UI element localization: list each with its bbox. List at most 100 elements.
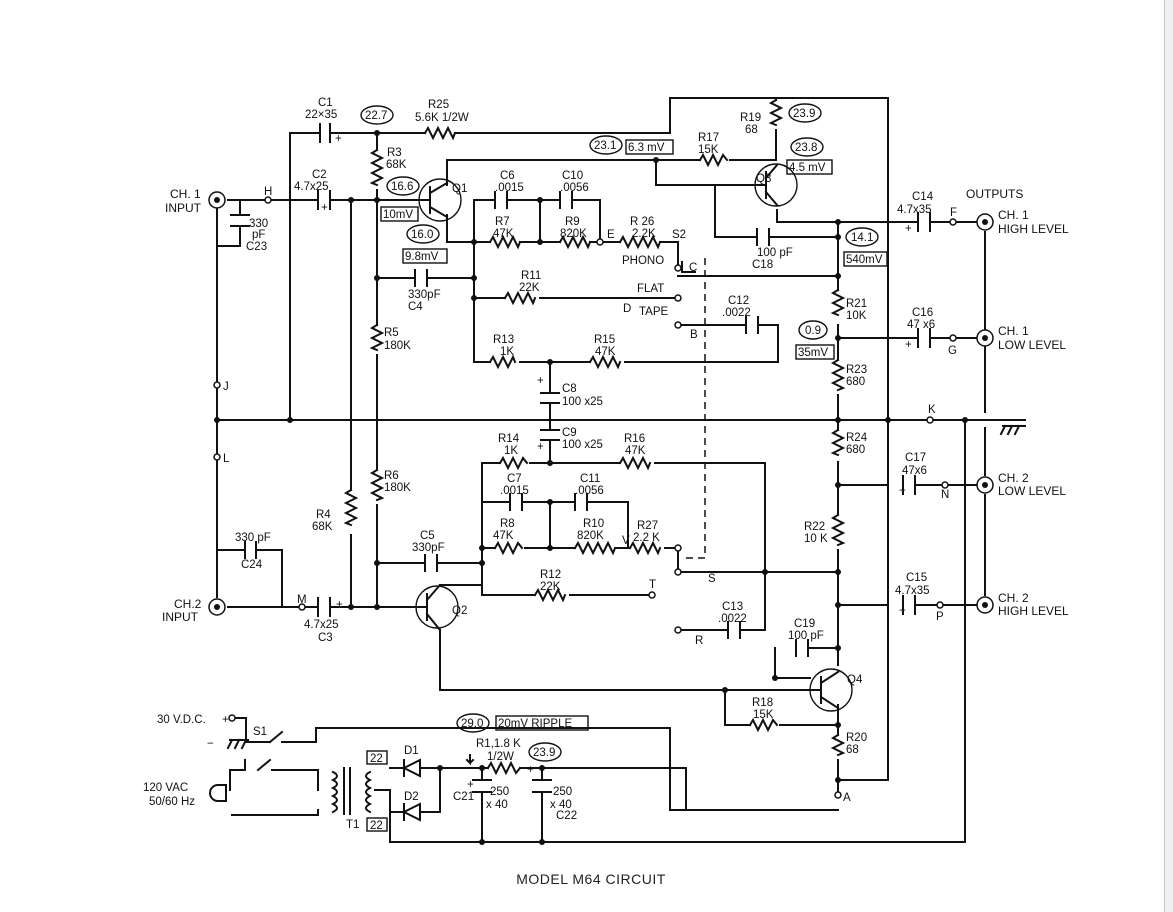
label-q4: Q4 (847, 674, 863, 686)
voltage-16-6: 16.6 (391, 181, 413, 193)
plus-c21: + (467, 779, 474, 791)
switch-s1-label: S1 (253, 726, 267, 738)
plus-c8: + (537, 375, 544, 387)
transistors (414, 163, 853, 712)
label-c2-value: 4.7x25 (294, 181, 329, 193)
out-ch2-high-1: CH. 2 (998, 591, 1029, 605)
dc-minus-sign: − (207, 738, 214, 750)
label-r11-value: 22K (519, 282, 540, 294)
level-6-3mv: 6.3 mV (628, 142, 665, 154)
label-c17-name: C17 (905, 452, 926, 464)
label-r19-value: 68 (745, 124, 758, 136)
voltage-16-0: 16.0 (411, 229, 433, 241)
label-c3-value: 4.7x25 (304, 619, 339, 631)
label-r1-value: 1/2W (487, 751, 514, 763)
label-r25-name: R25 (428, 99, 449, 111)
node-n: N (941, 489, 949, 501)
voltage-23-9-top: 23.9 (793, 108, 815, 120)
polarity-marks: + + + + + + + + + + + (321, 133, 912, 791)
label-c8-name: C8 (562, 383, 577, 395)
dc-plus-sign: + (222, 714, 229, 726)
label-c16-value: 47 x6 (907, 319, 935, 331)
label-r11-name: R11 (521, 270, 541, 282)
label-r12-name: R12 (540, 569, 561, 581)
level-20mv-ripple: 20mV RIPPLE (498, 718, 572, 730)
power-supply (209, 714, 475, 822)
label-r26-value: 2.2K (632, 228, 656, 240)
plus-c22: + (527, 764, 534, 776)
label-r21-name: R21 (846, 298, 867, 310)
transformer-label: T1 (346, 819, 359, 831)
label-r7-name: R7 (495, 216, 510, 228)
selector-switch (596, 238, 706, 634)
ch2-input-label-2: INPUT (162, 610, 199, 624)
level-540mv: 540mV (846, 254, 883, 266)
node-g: G (948, 345, 957, 357)
label-c5-name: C5 (420, 530, 435, 542)
out-ch1-high-1: CH. 1 (998, 208, 1029, 222)
level-9-8mv: 9.8mV (405, 251, 439, 263)
power-labels: 30 V.D.C. + − S1 120 VAC 50/60 Hz T1 D1 … (143, 714, 419, 832)
voltage-readings: 22.7 16.6 16.0 23.1 23.9 23.8 14.1 0.9 2… (360, 103, 879, 762)
label-r16-value: 47K (625, 445, 646, 457)
label-c16-name: C16 (912, 307, 933, 319)
label-c2-name: C2 (312, 169, 327, 181)
plus-c3: + (336, 599, 343, 611)
scrollbar[interactable] (1164, 0, 1173, 912)
dc-supply-label: 30 V.D.C. (157, 714, 206, 726)
out-ch2-low-2: LOW LEVEL (998, 484, 1066, 498)
label-c11-name: C11 (580, 473, 600, 485)
label-r15-value: 47K (595, 346, 616, 358)
ac-label-1: 120 VAC (143, 782, 188, 794)
label-c23-value-1: 330 (249, 218, 268, 230)
label-r12-value: 22K (540, 581, 561, 593)
node-m: M (297, 594, 307, 606)
label-c21-value-1: 250 (490, 786, 509, 798)
supply-ground-symbol (226, 738, 249, 750)
label-c22-value-2: x 40 (550, 799, 572, 811)
label-c24-value: 330 pF (235, 532, 271, 544)
label-r23-name: R23 (846, 364, 867, 376)
label-r21-value: 10K (846, 310, 867, 322)
label-r10-value: 820K (577, 530, 604, 542)
node-r: R (695, 635, 703, 647)
label-c18-value: 100 pF (757, 247, 793, 259)
label-c21-name: C21 (453, 791, 474, 803)
node-b: B (690, 329, 698, 341)
label-r24-value: 680 (846, 444, 865, 456)
label-c1-name: C1 (318, 97, 333, 109)
label-r5-name: R5 (384, 327, 399, 339)
label-r17-value: 15K (698, 144, 719, 156)
component-labels: C1 22×35 C2 4.7x25 4.7x25 C3 330pF C4 C5… (235, 97, 935, 822)
node-f: F (950, 207, 957, 219)
level-4-5mv: 4.5 mV (789, 162, 826, 174)
node-labels: H J L M E C D B V S T R F G K N P A (223, 186, 957, 804)
label-c23-value-2: pF (252, 229, 265, 241)
node-h: H (264, 186, 272, 198)
label-r5-value: 180K (384, 340, 411, 352)
winding-top-label: 22 (370, 753, 383, 765)
label-c15-name: C15 (906, 572, 927, 584)
label-r15-name: R15 (594, 334, 615, 346)
label-r9-value: 820K (560, 228, 587, 240)
node-e: E (607, 229, 615, 241)
label-r16-name: R16 (624, 433, 645, 445)
label-c10-value: .0056 (560, 182, 589, 194)
label-r13-name: R13 (493, 334, 514, 346)
label-r20-value: 68 (846, 744, 859, 756)
label-c12-value: .0022 (722, 307, 751, 319)
resistors (343, 98, 846, 776)
capacitors (230, 123, 931, 793)
label-c21-value-2: x 40 (486, 799, 508, 811)
label-r3-name: R3 (387, 147, 402, 159)
diode-d2-label: D2 (404, 791, 419, 803)
label-c13-name: C13 (722, 601, 743, 613)
label-r6-value: 180K (384, 482, 411, 494)
voltage-0-9: 0.9 (805, 325, 821, 337)
label-r4-value: 68K (312, 521, 333, 533)
node-c: C (689, 262, 697, 274)
label-c6-value: .0015 (495, 182, 524, 194)
label-c19-value: 100 pF (788, 630, 824, 642)
label-c22-name: C22 (556, 810, 577, 822)
